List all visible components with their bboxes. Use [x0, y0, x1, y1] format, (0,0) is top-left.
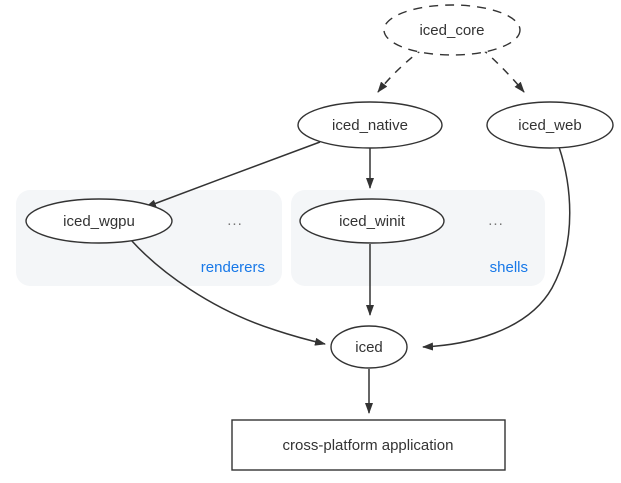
node-iced-shape[interactable]	[330, 325, 408, 369]
node-iced-core-label: iced_core	[419, 22, 484, 39]
node-iced-core[interactable]: iced_core	[383, 4, 521, 56]
edge-iced-native-to-iced-wgpu	[145, 141, 321, 208]
node-iced-native-label: iced_native	[332, 117, 408, 134]
group-renderers-ellipsis: ...	[227, 212, 243, 229]
group-renderers-label: renderers	[201, 259, 265, 276]
group-shells-label: shells	[490, 259, 528, 276]
node-application[interactable]: cross-platform application	[231, 419, 506, 471]
node-iced-web-label: iced_web	[518, 117, 581, 134]
node-iced-label: iced	[355, 339, 383, 356]
node-iced-wgpu[interactable]: iced_wgpu	[25, 198, 173, 244]
group-shells-ellipsis: ...	[488, 212, 504, 229]
node-iced-wgpu-label: iced_wgpu	[63, 213, 135, 230]
edge-iced-core-to-iced-web	[480, 47, 525, 93]
node-iced-wgpu-shape[interactable]	[25, 198, 173, 244]
node-iced-web-shape[interactable]	[486, 101, 614, 149]
node-iced-winit-shape[interactable]	[299, 198, 445, 244]
node-iced-native[interactable]: iced_native	[297, 101, 443, 149]
node-iced-winit[interactable]: iced_winit	[299, 198, 445, 244]
node-iced[interactable]: iced	[330, 325, 408, 369]
edge-iced-wgpu-to-iced	[130, 239, 326, 346]
node-application-label: cross-platform application	[283, 437, 454, 454]
node-application-shape[interactable]	[231, 419, 506, 471]
node-iced-core-shape[interactable]	[383, 4, 521, 56]
node-iced-native-shape[interactable]	[297, 101, 443, 149]
node-iced-winit-label: iced_winit	[339, 213, 406, 230]
node-iced-web[interactable]: iced_web	[486, 101, 614, 149]
edge-iced-core-to-iced-native	[377, 47, 425, 93]
edge-iced-web-to-iced	[422, 146, 571, 351]
